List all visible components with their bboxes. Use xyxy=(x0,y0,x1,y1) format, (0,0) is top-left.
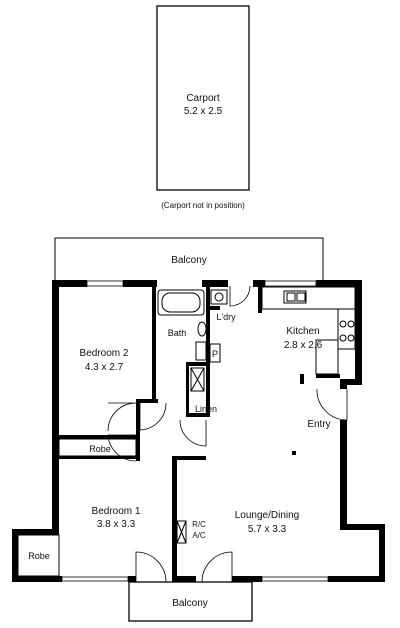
windows xyxy=(61,280,329,582)
carport-size: 5.2 x 2.5 xyxy=(184,106,223,117)
laundry-label: L'dry xyxy=(216,312,236,322)
balcony-bottom-outline xyxy=(128,581,253,622)
interior-walls xyxy=(59,287,340,582)
lounge-size: 5.7 x 3.3 xyxy=(248,524,287,535)
kitchen-bench xyxy=(261,286,356,375)
vanity xyxy=(195,341,207,361)
balcony-top-label: Balcony xyxy=(171,255,207,266)
robe-lower-outline xyxy=(17,534,60,577)
ac-label-bottom: A/C xyxy=(192,531,206,540)
bedroom2-size: 4.3 x 2.7 xyxy=(85,362,124,373)
laundry-bowl xyxy=(214,292,224,302)
balcony-top-outline xyxy=(54,237,324,283)
lounge-post xyxy=(292,451,296,455)
pantry-label: P xyxy=(212,349,218,359)
kitchen-size: 2.8 x 2.6 xyxy=(284,340,323,351)
carport-note: (Carport not in position) xyxy=(161,201,245,210)
bedroom1-label: Bedroom 1 xyxy=(92,506,141,517)
ac-label-top: R/C xyxy=(192,520,206,529)
toilet xyxy=(197,321,207,337)
bedroom1-size: 3.8 x 3.3 xyxy=(97,519,136,530)
robe-upper-label: Robe xyxy=(89,444,111,454)
carport-label: Carport xyxy=(186,93,220,104)
exterior-walls xyxy=(12,280,385,582)
carport-outline xyxy=(156,5,250,191)
linen-label: Linen xyxy=(195,404,217,414)
door-swings xyxy=(107,285,348,583)
pantry-box xyxy=(209,343,221,363)
balcony-bottom-label: Balcony xyxy=(172,598,208,609)
bath-label: Bath xyxy=(168,328,187,338)
kitchen-label: Kitchen xyxy=(286,326,319,337)
ac-box xyxy=(176,520,187,544)
bathtub-inner xyxy=(161,292,201,313)
robe-upper-outline xyxy=(58,438,137,457)
entry-label: Entry xyxy=(307,419,330,430)
robe-lower-label: Robe xyxy=(28,551,50,561)
bedroom2-label: Bedroom 2 xyxy=(80,348,129,359)
lounge-label: Lounge/Dining xyxy=(235,510,300,521)
